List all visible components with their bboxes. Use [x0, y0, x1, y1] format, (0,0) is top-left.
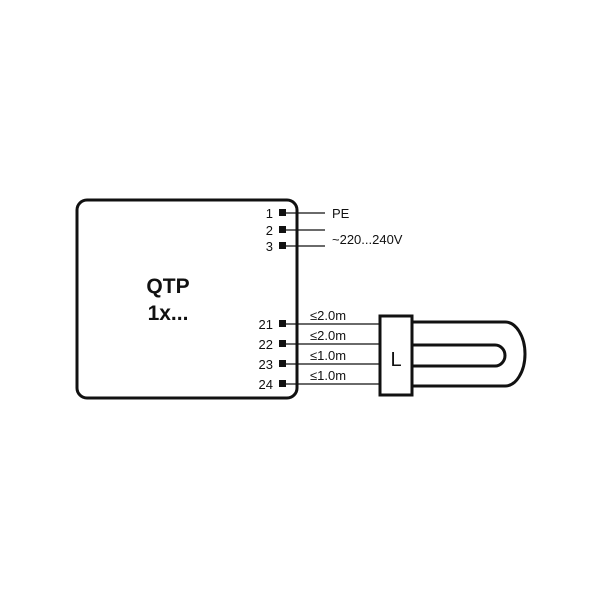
pe-label: PE [332, 206, 350, 221]
svg-text:≤1.0m: ≤1.0m [310, 368, 346, 383]
svg-text:1: 1 [266, 206, 273, 221]
lamp: L [378, 314, 527, 397]
svg-text:3: 3 [266, 239, 273, 254]
device-name: QTP [146, 275, 189, 298]
svg-text:22: 22 [259, 337, 273, 352]
svg-text:≤2.0m: ≤2.0m [310, 308, 346, 323]
svg-text:2: 2 [266, 223, 273, 238]
lamp-terminal: 21 ≤2.0m [259, 308, 380, 332]
svg-text:24: 24 [259, 377, 273, 392]
mains-terminal: 1 [266, 206, 325, 221]
svg-text:23: 23 [259, 357, 273, 372]
lamp-terminal: 23 ≤1.0m [259, 348, 380, 372]
device-variant: 1x... [148, 302, 189, 325]
svg-text:≤1.0m: ≤1.0m [310, 348, 346, 363]
ballast-box [75, 198, 299, 400]
lamp-label: L [390, 349, 401, 371]
lamp-base [378, 314, 414, 397]
svg-text:≤2.0m: ≤2.0m [310, 328, 346, 343]
svg-text:21: 21 [259, 317, 273, 332]
mains-terminal: 2 [266, 223, 325, 238]
lamp-terminal: 24 ≤1.0m [259, 368, 380, 392]
lamp-terminal: 22 ≤2.0m [259, 328, 380, 352]
mains-terminal: 3 [266, 239, 325, 254]
voltage-label: ~220...240V [332, 232, 403, 247]
